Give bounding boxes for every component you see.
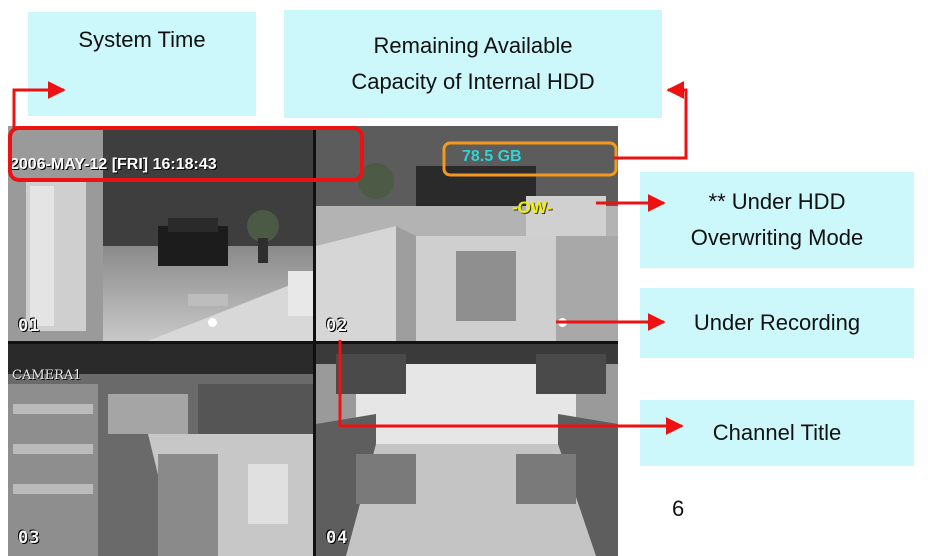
channel-label-03: 03: [18, 528, 41, 548]
overwrite-mode-flag: -OW-: [512, 198, 553, 217]
system-time-label: System Time: [78, 27, 206, 52]
system-time-readout: 2006-MAY-12 [FRI] 16:18:43: [10, 156, 217, 173]
overwrite-mode-label-line2: Overwriting Mode: [690, 225, 864, 250]
channel-label-01: 01: [18, 316, 41, 336]
channel-title-label: Channel Title: [712, 420, 842, 445]
camera-title-overlay: CAMERA1: [12, 368, 82, 383]
hdd-capacity-connector: [614, 81, 688, 160]
camera-01-scene: [8, 126, 313, 341]
channel-title-callout: Channel Title: [640, 400, 914, 466]
system-time-highlight-box: [8, 126, 364, 182]
hdd-capacity-label-line2: Capacity of Internal HDD: [351, 69, 595, 94]
camera-view-03: CAMERA1 03: [8, 344, 313, 556]
recording-callout: Under Recording: [640, 288, 914, 358]
channel-label-02: 02: [326, 316, 349, 336]
hdd-capacity-label-line1: Remaining Available: [373, 33, 573, 58]
system-time-callout: System Time: [28, 12, 256, 116]
recording-label: Under Recording: [693, 310, 861, 335]
camera-02-scene: [316, 126, 618, 341]
overwrite-mode-label-line1: ** Under HDD: [708, 189, 846, 214]
hdd-capacity-highlight-box: [442, 141, 618, 177]
camera-view-04: 04: [316, 344, 618, 556]
overwrite-mode-callout: ** Under HDD Overwriting Mode: [640, 172, 914, 268]
camera-04-scene: [316, 344, 618, 556]
recording-indicator-01: [208, 318, 217, 327]
camera-03-scene: [8, 344, 313, 556]
hdd-capacity-readout: 78.5 GB: [462, 148, 522, 165]
channel-label-04: 04: [326, 528, 349, 548]
system-time-connector: [12, 81, 66, 130]
dvr-monitor-view: 01 02: [8, 126, 618, 556]
camera-view-02: 02: [316, 126, 618, 341]
channel-title-connector: [338, 340, 684, 435]
camera-view-01: 01: [8, 126, 313, 341]
page-number: 6: [672, 496, 685, 521]
hdd-capacity-callout: Remaining Available Capacity of Internal…: [284, 10, 662, 118]
